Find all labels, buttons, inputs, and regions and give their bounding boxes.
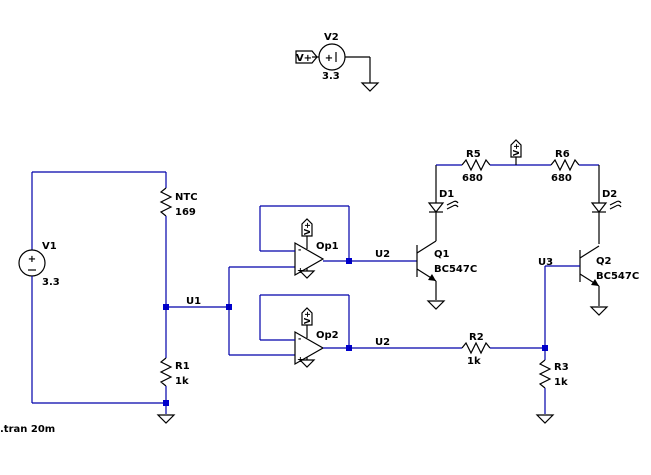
- d2-name: D2: [602, 189, 617, 200]
- v2-ground-icon: [360, 82, 380, 92]
- r6-name: R6: [555, 149, 570, 160]
- r1-name: R1: [175, 361, 190, 372]
- v2-flag-label: V+: [296, 53, 312, 64]
- r3-value: 1k: [554, 377, 568, 388]
- r6-resistor[interactable]: [550, 158, 580, 172]
- r1-resistor[interactable]: [159, 357, 173, 387]
- v2-name: V2: [324, 32, 339, 43]
- r2-name: R2: [469, 332, 484, 343]
- svg-text:-: -: [298, 245, 301, 254]
- r1-node-dot: [163, 400, 169, 406]
- svg-text:+: +: [28, 254, 36, 265]
- r5-resistor[interactable]: [461, 158, 491, 172]
- r5-value: 680: [462, 173, 483, 184]
- r3-name: R3: [554, 362, 569, 373]
- svg-text:+: +: [325, 53, 333, 64]
- v2-value: 3.3: [322, 71, 340, 82]
- r5-name: R5: [466, 149, 481, 160]
- op2-supply-flag: V+: [301, 307, 313, 326]
- op1-supply-label: V+: [303, 222, 312, 235]
- q1-ground-icon: [426, 300, 446, 310]
- q2-ground-icon: [589, 306, 609, 316]
- vplus-net-flag: V+: [510, 139, 522, 165]
- r2-value: 1k: [467, 356, 481, 367]
- op2-name: Op2: [316, 330, 339, 341]
- spice-directive[interactable]: .tran 20m: [0, 424, 55, 435]
- u2-lower-net-label: U2: [375, 337, 390, 348]
- d2-led[interactable]: [590, 165, 622, 244]
- op1-ground-icon: [298, 270, 316, 279]
- op2-ground-icon: [298, 359, 316, 368]
- svg-text:-: -: [298, 334, 301, 343]
- v2-source[interactable]: +: [312, 43, 371, 83]
- op1-name: Op1: [316, 241, 339, 252]
- r1-value: 1k: [175, 376, 189, 387]
- r6-value: 680: [551, 173, 572, 184]
- q1-model: BC547C: [434, 264, 477, 275]
- ntc-value: 169: [175, 207, 196, 218]
- v1-source[interactable]: +: [18, 171, 166, 404]
- q1-name: Q1: [434, 249, 450, 260]
- q1-transistor[interactable]: [416, 224, 437, 300]
- v1-name: V1: [42, 241, 57, 252]
- u1-net-label: U1: [186, 296, 201, 307]
- r3-ground-icon: [535, 414, 555, 424]
- vplus-flag-label: V+: [512, 143, 521, 156]
- q2-model: BC547C: [596, 271, 639, 282]
- ntc-name: NTC: [175, 192, 198, 203]
- op2-supply-label: V+: [303, 311, 312, 324]
- d1-led[interactable]: [427, 165, 459, 224]
- d1-name: D1: [439, 189, 454, 200]
- q2-name: Q2: [596, 256, 612, 267]
- ntc-resistor[interactable]: [159, 187, 173, 217]
- u3-net-label: U3: [538, 257, 553, 268]
- u2-upper-net-label: U2: [375, 249, 390, 260]
- r2-resistor[interactable]: [461, 341, 491, 355]
- r1-ground-icon: [156, 414, 176, 424]
- r3-resistor[interactable]: [538, 359, 552, 389]
- v1-value: 3.3: [42, 277, 60, 288]
- v2-net-flag: V+: [295, 50, 318, 64]
- op1-supply-flag: V+: [301, 218, 313, 237]
